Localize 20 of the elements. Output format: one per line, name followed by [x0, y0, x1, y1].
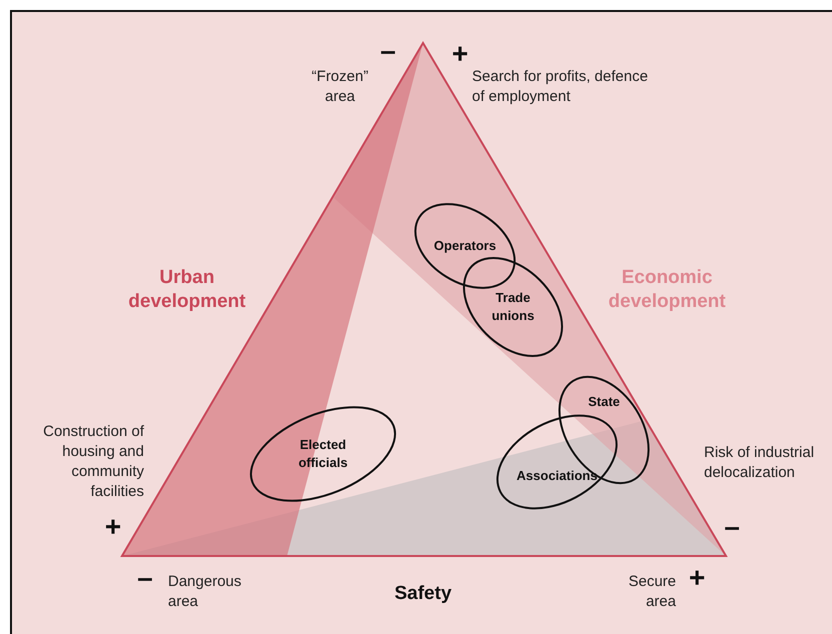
polarity-sign: +	[104, 511, 122, 542]
polarity-sign: +	[452, 38, 468, 69]
actor-label: State	[588, 393, 620, 411]
pole-note: Search for profits, defence of employment	[472, 68, 648, 105]
actor-label: Operators	[434, 237, 496, 255]
pole-note: Secure area	[628, 573, 676, 610]
polarity-sign: –	[380, 35, 396, 66]
polarity-sign: +	[688, 562, 706, 593]
polarity-sign: –	[137, 562, 153, 593]
axis-label: Urban development	[128, 267, 246, 312]
actor-label: Elected officials	[297, 436, 349, 472]
axis-label: Safety	[394, 583, 452, 604]
axis-label: Economic development	[608, 267, 726, 312]
pole-note: “Frozen” area	[312, 68, 368, 105]
pole-note: Dangerous area	[168, 573, 242, 610]
pole-note: Risk of industrial delocalization	[704, 444, 814, 481]
polarity-sign: –	[724, 511, 740, 542]
actor-label: Associations	[516, 467, 598, 485]
actor-label: Trade unions	[490, 289, 536, 325]
pole-note: Construction of housing and community facilities	[43, 423, 144, 500]
